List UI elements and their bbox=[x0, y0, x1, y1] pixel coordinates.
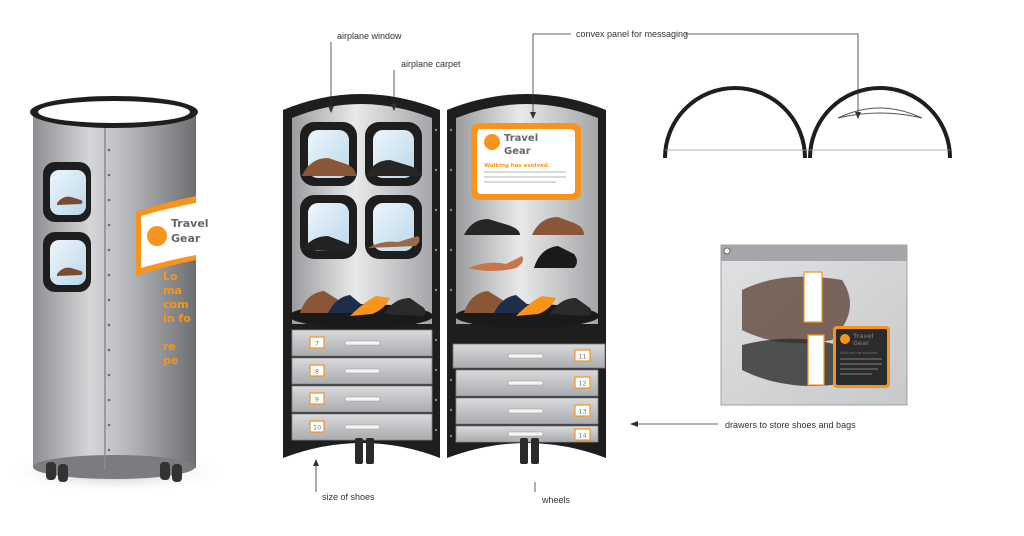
drawer-size-label: 9 bbox=[315, 396, 319, 404]
drawer-handle[interactable] bbox=[507, 431, 544, 437]
drawer-stack-right bbox=[452, 343, 606, 443]
cylinder-bottom bbox=[33, 455, 195, 479]
top-view-diagram bbox=[663, 86, 952, 159]
label-convex-panel: convex panel for messaging bbox=[576, 29, 688, 39]
panel-logo-line1: Travel bbox=[504, 133, 538, 144]
drawer-handle[interactable] bbox=[507, 408, 544, 414]
cylinder-copy-line: Lo bbox=[163, 270, 178, 283]
drawer-handle[interactable] bbox=[507, 353, 544, 359]
shoe bbox=[328, 295, 364, 313]
seam-rivets bbox=[107, 148, 111, 452]
drawer-size-label: 10 bbox=[313, 424, 321, 432]
callouts bbox=[315, 33, 859, 492]
cylinder-copy-line: in fo bbox=[163, 312, 191, 325]
drawer-size-label: 11 bbox=[578, 353, 586, 361]
drawer-size-tags-left: 7 8 9 10 bbox=[309, 336, 325, 433]
drawer-handle[interactable] bbox=[344, 396, 381, 402]
airplane-window bbox=[365, 195, 422, 259]
cabinet-right-half: Travel Gear Walking has evolved. bbox=[447, 94, 606, 458]
bag-headline: Walking has evolved. bbox=[840, 351, 878, 355]
shoe bbox=[302, 158, 356, 176]
label-wheels: wheels bbox=[541, 495, 571, 505]
cabinet-top-arc bbox=[808, 86, 952, 159]
drawer-handle[interactable] bbox=[507, 380, 544, 386]
convex-panel-shape bbox=[837, 107, 923, 119]
drawer-handle[interactable] bbox=[344, 340, 381, 346]
cylinder-logo-line2: Gear bbox=[171, 232, 201, 245]
callout-arrowheads bbox=[313, 104, 861, 466]
cylinder-wheels bbox=[46, 462, 182, 482]
cylinder-copy-line: re bbox=[163, 340, 176, 353]
shoe bbox=[464, 291, 507, 313]
shoe bbox=[368, 236, 420, 248]
drawer-handle[interactable] bbox=[344, 368, 381, 374]
tree-logo-icon bbox=[147, 226, 167, 246]
label-drawers: drawers to store shoes and bags bbox=[725, 420, 856, 430]
drawer-handle[interactable] bbox=[344, 424, 381, 430]
cabinet-wheels bbox=[355, 438, 539, 464]
open-cabinet: 7 8 9 10 Travel Gear Walking has bbox=[283, 94, 606, 464]
shoe bbox=[366, 160, 422, 176]
messaging-panel: Travel Gear Walking has evolved. bbox=[471, 123, 581, 200]
cylinder-copy: Lo ma com in fo re pe bbox=[163, 270, 191, 367]
bag-logo-line1: Travel bbox=[853, 333, 873, 340]
cylinder-brand-panel: Travel Gear bbox=[136, 196, 209, 276]
shoe bbox=[516, 296, 556, 316]
drawer-size-tags-right: 11 12 13 14 bbox=[574, 349, 591, 441]
shoe bbox=[534, 246, 577, 268]
bag-body-copy bbox=[840, 358, 882, 375]
label-airplane-window: airplane window bbox=[337, 31, 402, 41]
shoe-in-bag bbox=[742, 338, 855, 386]
bag-tag bbox=[803, 271, 823, 323]
shoe bbox=[302, 236, 354, 252]
tree-logo-icon bbox=[840, 334, 850, 344]
cylinder-logo-line1: Travel bbox=[171, 217, 209, 230]
cylinder-opening bbox=[38, 101, 190, 123]
shoe bbox=[384, 298, 426, 316]
tree-logo-icon bbox=[484, 134, 500, 150]
cylinder-copy-line: ma bbox=[163, 284, 182, 297]
shoe bbox=[532, 217, 584, 235]
shoe-in-bag bbox=[742, 276, 850, 344]
label-airplane-carpet: airplane carpet bbox=[401, 59, 461, 69]
cabinet-left-rivets bbox=[434, 128, 438, 432]
shoe bbox=[350, 296, 390, 316]
panel-body-copy bbox=[484, 171, 566, 183]
airplane-window bbox=[300, 122, 357, 186]
airplane-window bbox=[365, 122, 422, 186]
bag-label: Travel Gear Walking has evolved. bbox=[833, 326, 890, 388]
drawer-size-label: 7 bbox=[315, 340, 319, 348]
cylinder-copy-line: pe bbox=[163, 354, 178, 367]
cabinet-right-rivets bbox=[449, 128, 453, 438]
cylinder-copy-line: com bbox=[163, 298, 189, 311]
cabinet-top-arc bbox=[663, 86, 807, 159]
shoe-bag: Travel Gear Walking has evolved. bbox=[720, 244, 908, 406]
bag-logo-line2: Gear bbox=[853, 340, 869, 347]
label-size-of-shoes: size of shoes bbox=[322, 492, 375, 502]
shoe bbox=[494, 295, 530, 313]
drawer-size-label: 14 bbox=[578, 432, 586, 440]
cabinet-left-half: 7 8 9 10 bbox=[283, 94, 440, 458]
cylinder-window-upper bbox=[43, 162, 91, 222]
cylinder-window-lower bbox=[43, 232, 91, 292]
shoe bbox=[550, 298, 592, 316]
cylinder-display: Travel Gear Lo ma com in fo re pe bbox=[0, 96, 230, 494]
panel-logo-line2: Gear bbox=[504, 146, 531, 157]
shoe bbox=[468, 256, 524, 271]
drawer-size-label: 13 bbox=[578, 408, 586, 416]
panel-headline: Walking has evolved. bbox=[484, 163, 550, 169]
bag-tag bbox=[807, 334, 825, 386]
drawer-size-label: 8 bbox=[315, 368, 319, 376]
drawer-size-label: 12 bbox=[578, 380, 586, 388]
bag-zipper bbox=[721, 245, 907, 261]
zipper-pull-icon bbox=[723, 247, 731, 255]
shoe bbox=[464, 219, 520, 235]
